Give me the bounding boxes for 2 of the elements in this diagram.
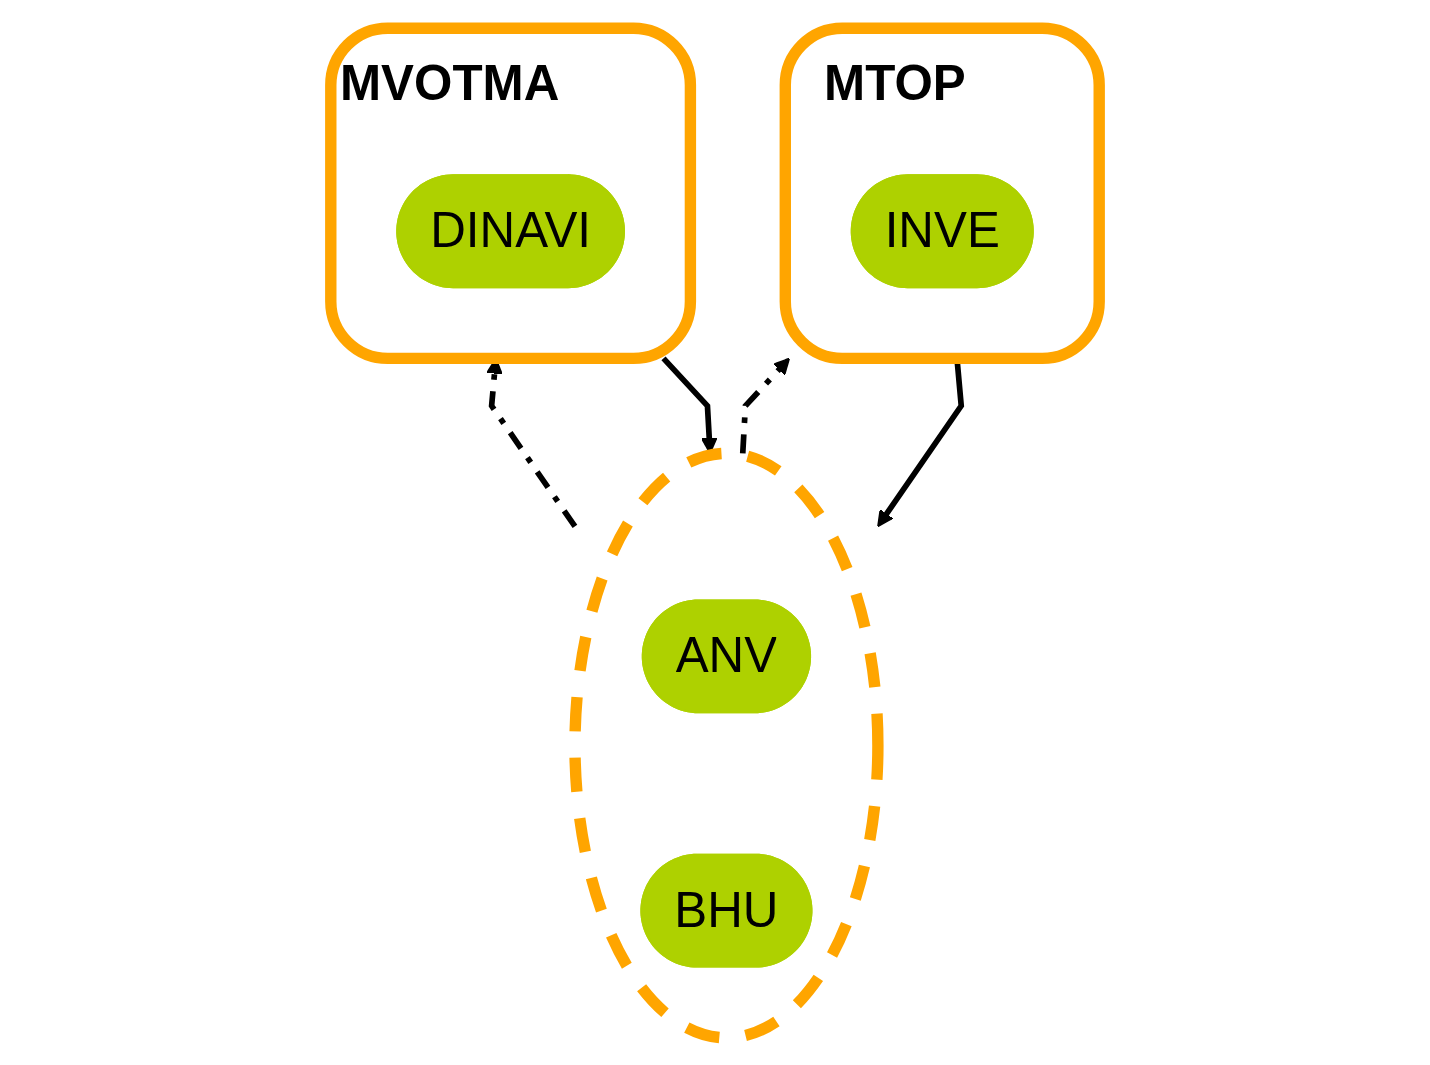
cluster xyxy=(569,447,884,1043)
arrow xyxy=(739,357,791,453)
